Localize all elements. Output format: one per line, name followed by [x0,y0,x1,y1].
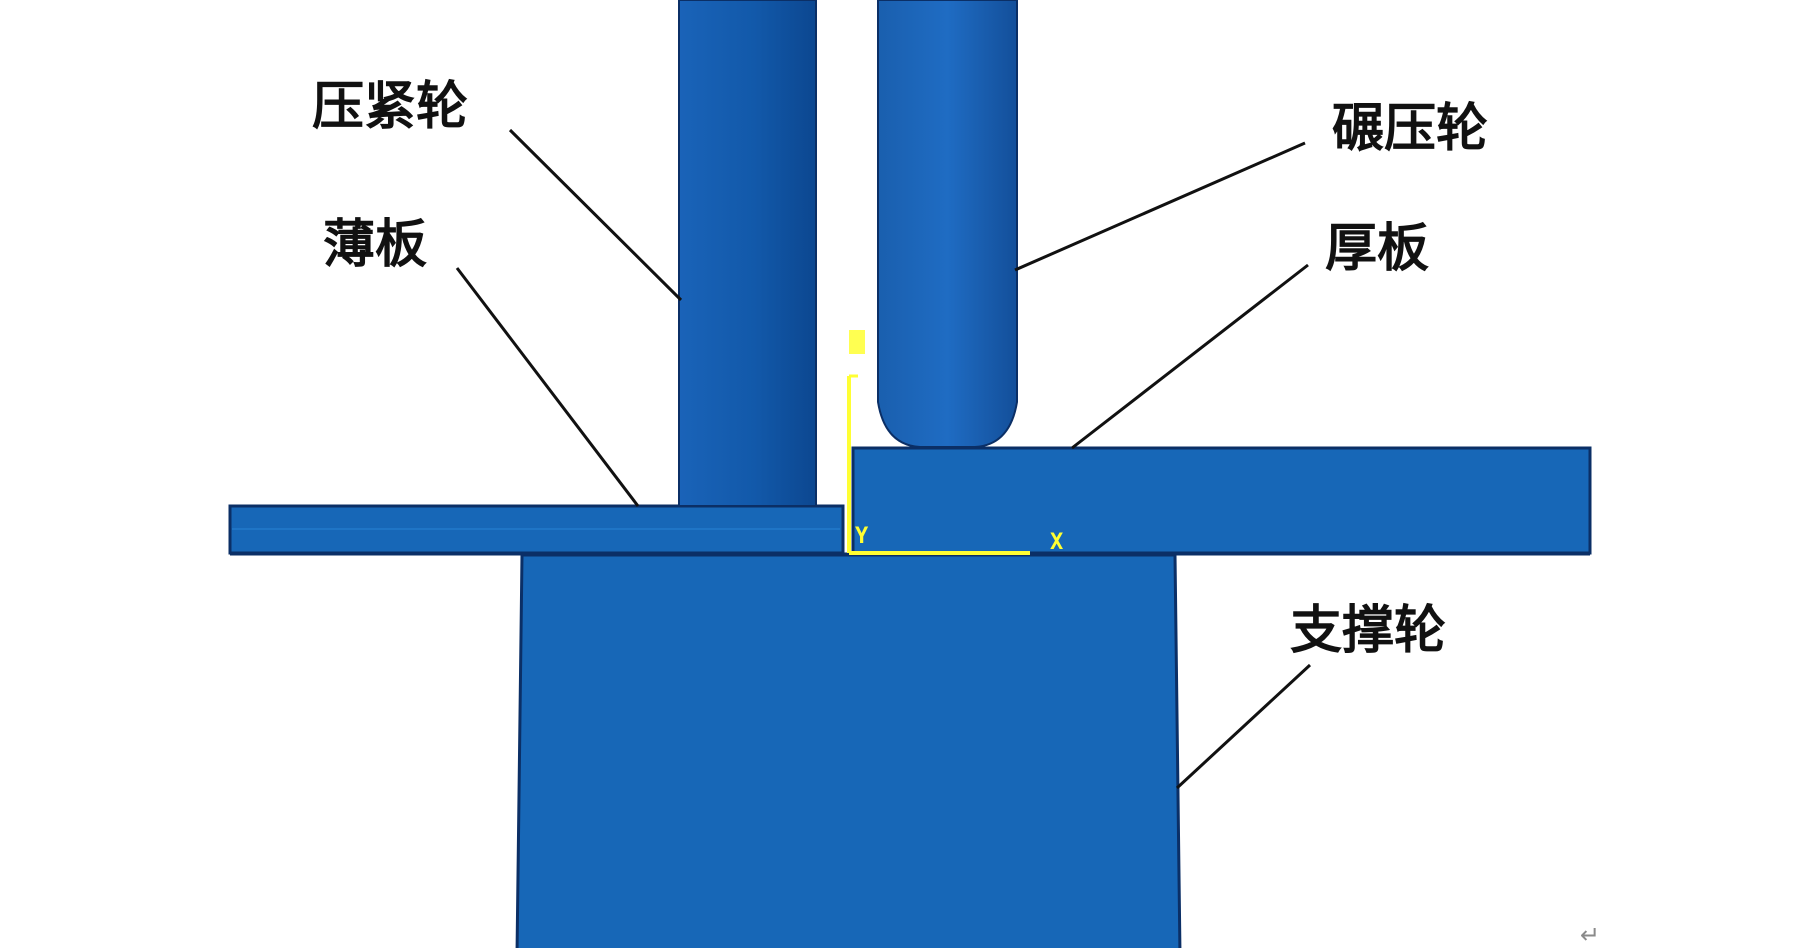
thin-plate-label: 薄板 [323,214,427,275]
thin-plate-leader [455,267,640,507]
thick-plate-body [851,446,1592,555]
press-wheel-leader [508,128,683,302]
coordinate-axes: Y X [847,330,1063,555]
press-wheel-label: 压紧轮 [312,76,468,137]
thick-plate-label: 厚板 [1325,218,1429,279]
roller-wheel-leader [1014,141,1306,272]
x-axis-label: X [1050,530,1063,555]
y-axis-label: Y [855,524,869,549]
support-wheel-body [515,553,1182,948]
y-axis-end-mark [849,330,865,354]
return-mark: ↵ [1580,921,1600,948]
support-wheel-label: 支撑轮 [1290,600,1446,661]
thick-plate-leader [1071,263,1309,450]
roller-wheel-label: 碾压轮 [1332,98,1488,159]
support-wheel-leader [1175,663,1312,790]
leader-lines [455,128,1312,790]
roller-wheel-body [877,0,1018,448]
press-wheel-body [678,0,817,507]
